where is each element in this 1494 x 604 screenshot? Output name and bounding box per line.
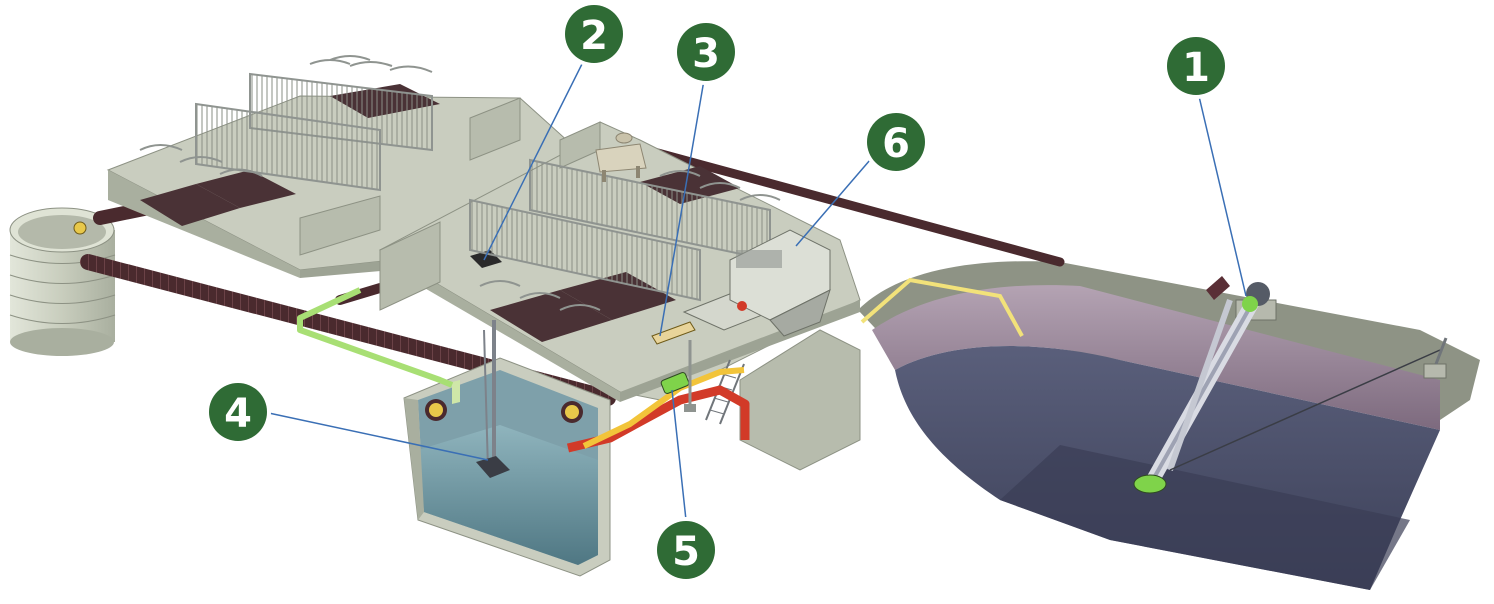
callout-label: 1	[1182, 45, 1210, 91]
callout-6: 6	[863, 109, 929, 175]
lagoon-fence	[860, 277, 1024, 337]
callout-label: 2	[580, 13, 608, 59]
leader-line-5	[671, 389, 687, 521]
reception-pit-mixer	[476, 456, 510, 478]
leader-line-4	[263, 411, 489, 461]
callout-5: 5	[653, 517, 719, 583]
separator-unit	[682, 229, 861, 471]
callout-4: 4	[205, 379, 271, 445]
leader-lines	[263, 55, 1247, 521]
callout-label: 4	[224, 391, 252, 437]
leader-line-6	[795, 159, 871, 247]
callout-2: 2	[561, 1, 627, 67]
callout-badge	[1167, 37, 1225, 95]
lift-cable	[1169, 349, 1441, 471]
callout-badge	[677, 23, 735, 81]
agitator-propeller-green	[1133, 474, 1167, 494]
winch-post	[1423, 363, 1447, 379]
stall-railings	[139, 55, 781, 311]
barn-alley-grate	[651, 321, 696, 345]
leader-line-1	[1197, 91, 1247, 297]
callout-1: 1	[1163, 33, 1229, 99]
callout-label: 6	[882, 121, 910, 167]
callout-label: 3	[692, 31, 720, 77]
callout-label: 5	[672, 529, 700, 575]
leader-line-2	[483, 55, 587, 261]
callout-badge	[565, 5, 623, 63]
leader-line-3	[659, 79, 705, 337]
lagoon-floor-edge	[1000, 445, 1410, 590]
cow-figure	[595, 132, 647, 182]
silo-inlet	[73, 221, 87, 235]
callout-badge	[867, 113, 925, 171]
pipe-green-overflow	[297, 287, 454, 388]
pit-water	[418, 425, 598, 565]
callout-badge	[657, 521, 715, 579]
lagoon	[858, 261, 1480, 590]
transfer-pump	[660, 340, 696, 412]
storage-silo	[9, 207, 116, 356]
callout-3: 3	[673, 19, 739, 85]
reception-pit	[403, 320, 611, 577]
pump-coupling-green	[1242, 296, 1258, 312]
lagoon-agitator-pump	[1133, 276, 1448, 494]
callout-badge	[209, 383, 267, 441]
